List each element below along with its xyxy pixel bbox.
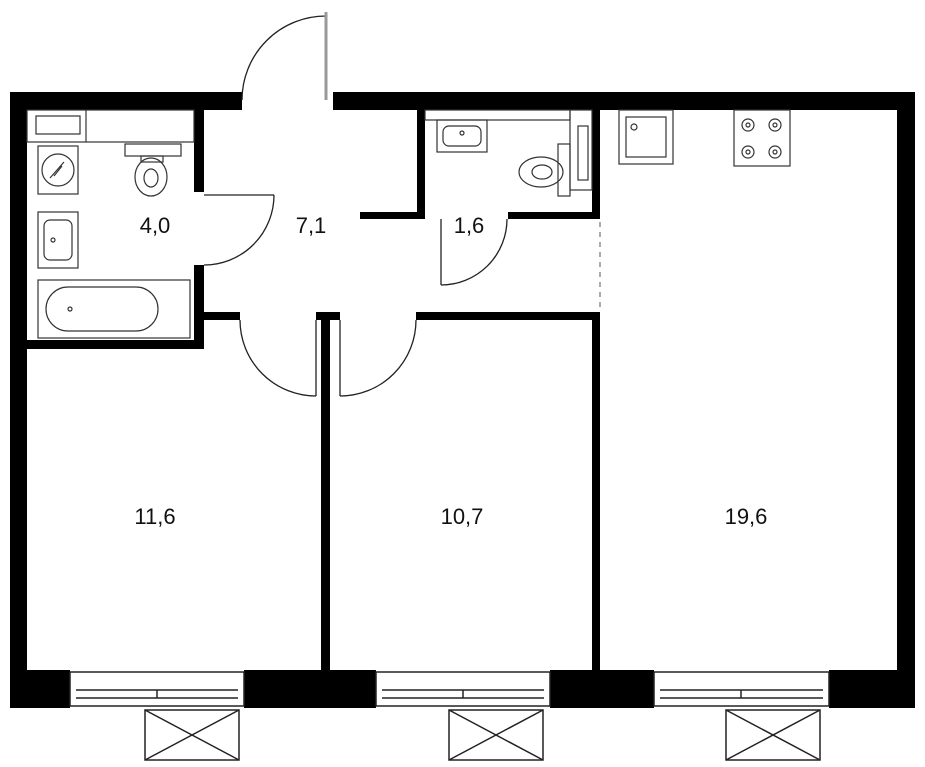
window-right <box>653 671 830 761</box>
sink-icon <box>37 211 79 269</box>
wc-cabinet <box>569 109 593 191</box>
wc-door <box>440 218 508 286</box>
room-area-bedroom-left: 11,6 <box>134 504 175 529</box>
washing-machine-icon <box>37 145 79 195</box>
window-middle <box>375 671 551 761</box>
entrance-door <box>241 12 328 101</box>
bathroom-counter <box>26 109 195 143</box>
window-left <box>69 671 245 761</box>
interior-walls <box>27 110 600 672</box>
bathroom-door <box>203 194 275 266</box>
toilet-icon <box>124 143 182 197</box>
bathtub-icon <box>37 279 191 339</box>
room-area-hallway: 7,1 <box>296 213 327 238</box>
windows <box>69 671 830 761</box>
doors <box>203 12 508 397</box>
wc-toilet-icon <box>518 143 571 197</box>
bedroom-middle-door <box>339 319 417 397</box>
room-area-wc: 1,6 <box>454 213 485 238</box>
wc-sink-icon <box>436 119 488 153</box>
outer-walls <box>10 92 915 708</box>
bedroom-left-door <box>239 319 317 397</box>
stove-icon <box>733 109 791 167</box>
room-area-bathroom: 4,0 <box>140 213 171 238</box>
room-area-bedroom-middle: 10,7 <box>441 504 484 529</box>
kitchen-sink-icon <box>618 109 674 165</box>
room-area-kitchen-living: 19,6 <box>725 504 768 529</box>
towel-rail <box>35 115 81 135</box>
wc-shelf <box>424 109 571 121</box>
